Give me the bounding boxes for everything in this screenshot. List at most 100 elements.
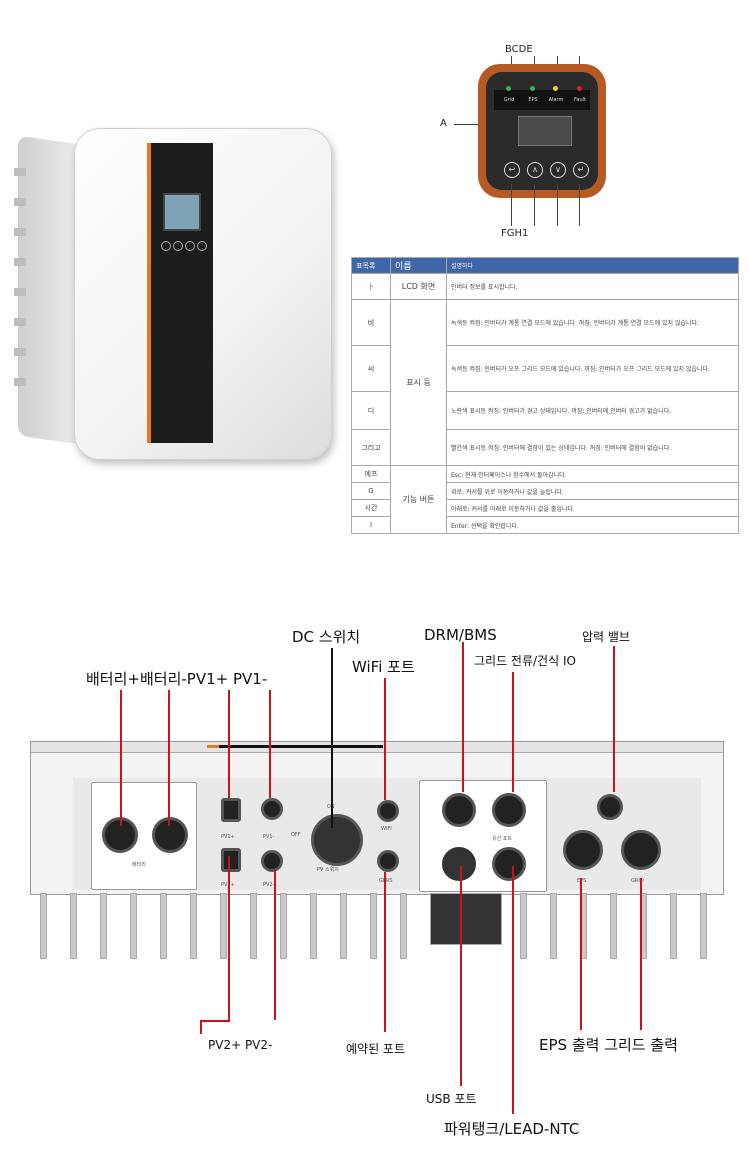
pv2-callout: PV2+ PV2- — [208, 1038, 273, 1052]
fault-led-icon — [577, 86, 582, 91]
table-cell: 빨간색 표시등 켜짐: 인버터에 결함이 있는 상태입니다. 꺼짐: 인버터에 … — [446, 429, 739, 466]
pv2-positive-label: PV2+ — [221, 882, 235, 888]
alarm-led-label: Alarm — [548, 97, 564, 103]
pv1-positive-connector-icon — [221, 798, 241, 822]
up-button-icon: ∧ — [527, 162, 543, 178]
heatsink-fin — [14, 288, 26, 296]
table-cell: 표시 등 — [390, 299, 447, 466]
heatsink-fin — [100, 893, 107, 959]
inverter-button — [197, 241, 207, 251]
heatsink-fin — [370, 893, 377, 959]
inverter-button — [173, 241, 183, 251]
leader-line — [534, 184, 535, 226]
pv2-negative-connector-icon — [261, 850, 283, 872]
table-cell: 아래로: 커서를 아래로 이동하거나 값을 줄입니다. — [446, 499, 739, 517]
table-cell: 씨 — [351, 345, 391, 392]
heatsink-fin — [700, 893, 707, 959]
panel-bottom-letters: FGH1 — [501, 228, 529, 239]
table-cell: 비 — [351, 299, 391, 346]
inverter-lcd — [163, 193, 201, 231]
table-header-row: 표목록 이름 설명하다 — [351, 257, 739, 274]
leader-line — [228, 690, 230, 798]
pressure-valve-icon — [597, 794, 623, 820]
table-cell: 녹색등 켜짐: 인버터가 오프 그리드 모드에 있습니다. 꺼짐: 인버터가 오… — [446, 345, 739, 392]
indicator-table: 표목록 이름 설명하다 ㅏ LCD 화면 인버터 정보를 표시합니다. 비 표시… — [351, 257, 739, 534]
table-header: 표목록 — [351, 257, 391, 274]
table-cell: G — [351, 482, 391, 500]
table-cell: Esc: 현재 인터페이스나 함수에서 돌아갑니다. — [446, 465, 739, 483]
battery-negative-gland-icon — [152, 817, 188, 853]
leader-line — [200, 1020, 202, 1034]
dc-switch-callout: DC 스위치 — [292, 628, 361, 646]
fault-led-label: Fault — [574, 97, 586, 103]
grid-io-port-icon — [492, 793, 526, 827]
heatsink-fin — [14, 228, 26, 236]
panel-lcd-screen — [518, 116, 572, 146]
alarm-led-icon — [553, 86, 558, 91]
switch-off-label: OFF — [291, 832, 301, 838]
heatsink-fin — [670, 893, 677, 959]
table-header: 이름 — [390, 257, 447, 274]
switch-label: PV 스위치 — [317, 867, 339, 873]
heatsink-fin — [340, 893, 347, 959]
leader-line — [534, 56, 535, 70]
case-orange-edge — [207, 745, 219, 748]
table-cell: I — [351, 516, 391, 534]
inverter-case-bottom: 배터리 PV1+ PV1- PV2+ PV2- ON OFF PV 스위치 WI… — [30, 741, 724, 895]
heatsink-fin — [190, 893, 197, 959]
eps-led-label: EPS — [528, 97, 538, 103]
eps-output-connector-icon — [563, 830, 603, 870]
table-cell: 녹색등 켜짐: 인버터가 계통 연결 모드에 있습니다. 꺼짐: 인버터가 계통… — [446, 299, 739, 346]
panel-top-letters: BCDE — [505, 44, 533, 55]
table-row: 그리고 빨간색 표시등 켜짐: 인버터에 결함이 있는 상태입니다. 꺼짐: 인… — [351, 429, 739, 466]
leader-line — [331, 648, 333, 828]
leader-line — [460, 866, 462, 1086]
leader-line — [557, 56, 558, 70]
pv1-negative-connector-icon — [261, 798, 283, 820]
heatsink-fin — [14, 318, 26, 326]
usb-port-icon — [442, 847, 476, 881]
leader-line — [580, 878, 582, 1030]
comm-plate: 유선 포트 — [419, 780, 547, 892]
heatsink-fin — [160, 893, 167, 959]
wifi-label: WIFI — [381, 826, 392, 832]
table-row: I Enter: 선택을 확인합니다. — [351, 516, 739, 534]
table-cell: 그리고 — [351, 429, 391, 466]
heatsink-fin — [310, 893, 317, 959]
table-cell: 인버터 정보를 표시합니다. — [446, 273, 739, 300]
table-cell: Enter: 선택을 확인합니다. — [446, 516, 739, 534]
power-tank-callout: 파워탱크/LEAD-NTC — [444, 1120, 580, 1138]
leader-line — [512, 672, 514, 792]
pressure-valve-callout: 압력 밸브 — [582, 630, 630, 644]
grid-output-connector-icon — [621, 830, 661, 870]
inverter-front-cover — [74, 128, 332, 460]
table-cell: 에프 — [351, 465, 391, 483]
control-panel-face: Grid EPS Alarm Fault ↩ ∧ ∨ ↵ — [486, 72, 598, 190]
heatsink-fin — [550, 893, 557, 959]
eps-led-icon — [530, 86, 535, 91]
led-bar: Grid EPS Alarm Fault — [494, 86, 590, 110]
heatsink-fin — [250, 893, 257, 959]
heatsink-fin — [14, 198, 26, 206]
table-row: ㅏ LCD 화면 인버터 정보를 표시합니다. — [351, 273, 739, 300]
usb-port-callout: USB 포트 — [426, 1092, 477, 1106]
inverter-bottom-view: 배터리 PV1+ PV1- PV2+ PV2- ON OFF PV 스위치 WI… — [30, 741, 724, 971]
gprs-gland-icon — [377, 850, 399, 872]
leader-line — [640, 878, 642, 1030]
down-button-icon: ∨ — [550, 162, 566, 178]
eps-grid-output-callout: EPS 출력 그리드 출력 — [539, 1036, 678, 1054]
leader-line — [454, 124, 494, 125]
table-header: 설명하다 — [446, 257, 739, 274]
leader-line — [512, 866, 514, 1114]
table-cell: LCD 화면 — [390, 273, 447, 300]
pv2-positive-connector-icon — [221, 848, 241, 872]
heatsink-fin — [520, 893, 527, 959]
leader-line — [269, 690, 271, 798]
table-cell: 시간 — [351, 499, 391, 517]
inverter-side-panel — [18, 135, 80, 445]
table-cell: ㅏ — [351, 273, 391, 300]
inverter-product-image — [14, 128, 332, 468]
inverter-display-stripe — [147, 143, 213, 443]
wifi-gland-icon — [377, 800, 399, 822]
heatsink-fin — [14, 168, 26, 176]
